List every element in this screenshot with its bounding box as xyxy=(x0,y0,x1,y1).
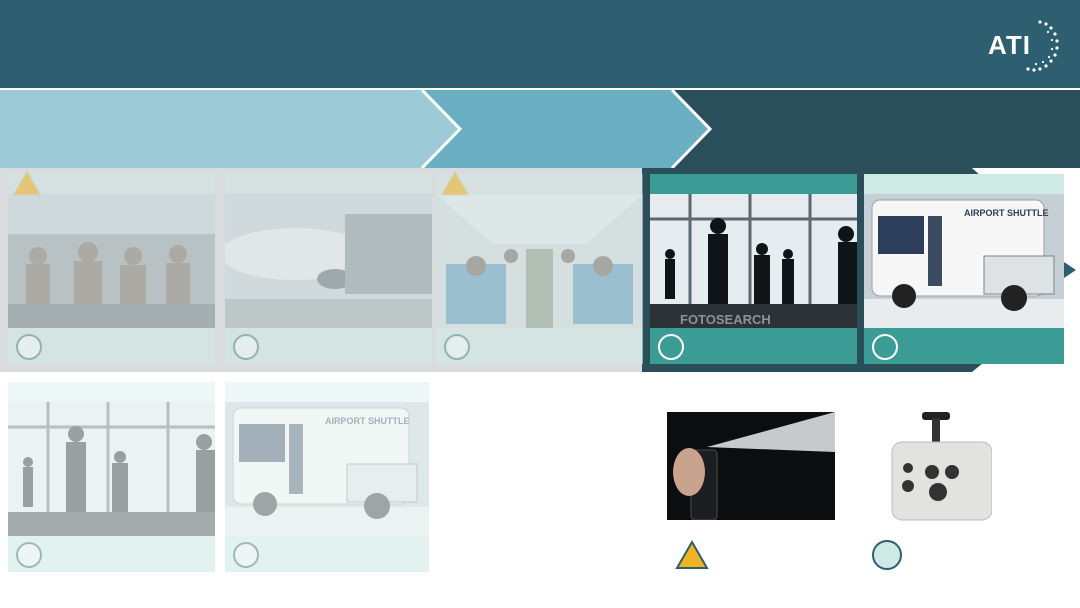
card-status-circle xyxy=(16,542,42,568)
bus-label-text: AIRPORT SHUTTLE xyxy=(325,416,410,426)
bus-label-text: AIRPORT SHUTTLE xyxy=(964,208,1049,218)
timeline-stage-2 xyxy=(422,90,710,168)
card-status-circle xyxy=(16,334,42,360)
card-status-circle xyxy=(233,334,259,360)
card-waiting-area[interactable] xyxy=(8,174,215,364)
card-airport-shuttle-2[interactable]: AIRPORT SHUTTLE xyxy=(225,382,429,572)
card-airplane-cabin[interactable] xyxy=(436,174,643,364)
next-arrow-icon[interactable] xyxy=(1064,262,1076,278)
warning-triangle-icon xyxy=(675,540,709,569)
card-status-circle xyxy=(444,334,470,360)
warning-triangle-icon xyxy=(12,170,42,196)
timeline-stage-1 xyxy=(0,90,460,168)
card-status-circle xyxy=(233,542,259,568)
timeline-stage-3 xyxy=(672,90,1080,168)
aerosol-generator-device-photo xyxy=(880,408,993,526)
card-airplane-gate[interactable] xyxy=(225,174,432,364)
card-status-circle xyxy=(872,334,898,360)
faded-group-panel xyxy=(0,168,644,372)
aerosol-spray-can-photo xyxy=(667,412,835,521)
card-airport-shuttle[interactable]: AIRPORT SHUTTLE xyxy=(864,174,1064,364)
card-status-circle xyxy=(658,334,684,360)
ati-logo: ATI xyxy=(988,18,1059,74)
airport-waiting-area-photo xyxy=(8,194,215,328)
airplane-at-gate-photo xyxy=(225,194,432,328)
watermark-text: FOTOSEARCH xyxy=(680,312,771,327)
terminal-travelers-silhouette-photo xyxy=(8,402,215,536)
status-circle-icon xyxy=(872,540,902,570)
timeline-strip xyxy=(0,90,1080,168)
terminal-travelers-silhouette-photo: FOTOSEARCH xyxy=(650,194,857,328)
header-bar: ATI xyxy=(0,0,1080,88)
card-terminal-travelers[interactable]: FOTOSEARCH xyxy=(650,174,857,364)
airplane-cabin-photo xyxy=(436,194,643,328)
logo-text: ATI xyxy=(988,30,1031,60)
airport-shuttle-bus-photo: AIRPORT SHUTTLE xyxy=(864,194,1064,328)
warning-triangle-icon xyxy=(440,170,470,196)
card-terminal-travelers-2[interactable] xyxy=(8,382,215,572)
logo-dots-icon xyxy=(1026,20,1059,72)
airport-shuttle-bus-photo: AIRPORT SHUTTLE xyxy=(225,402,429,536)
